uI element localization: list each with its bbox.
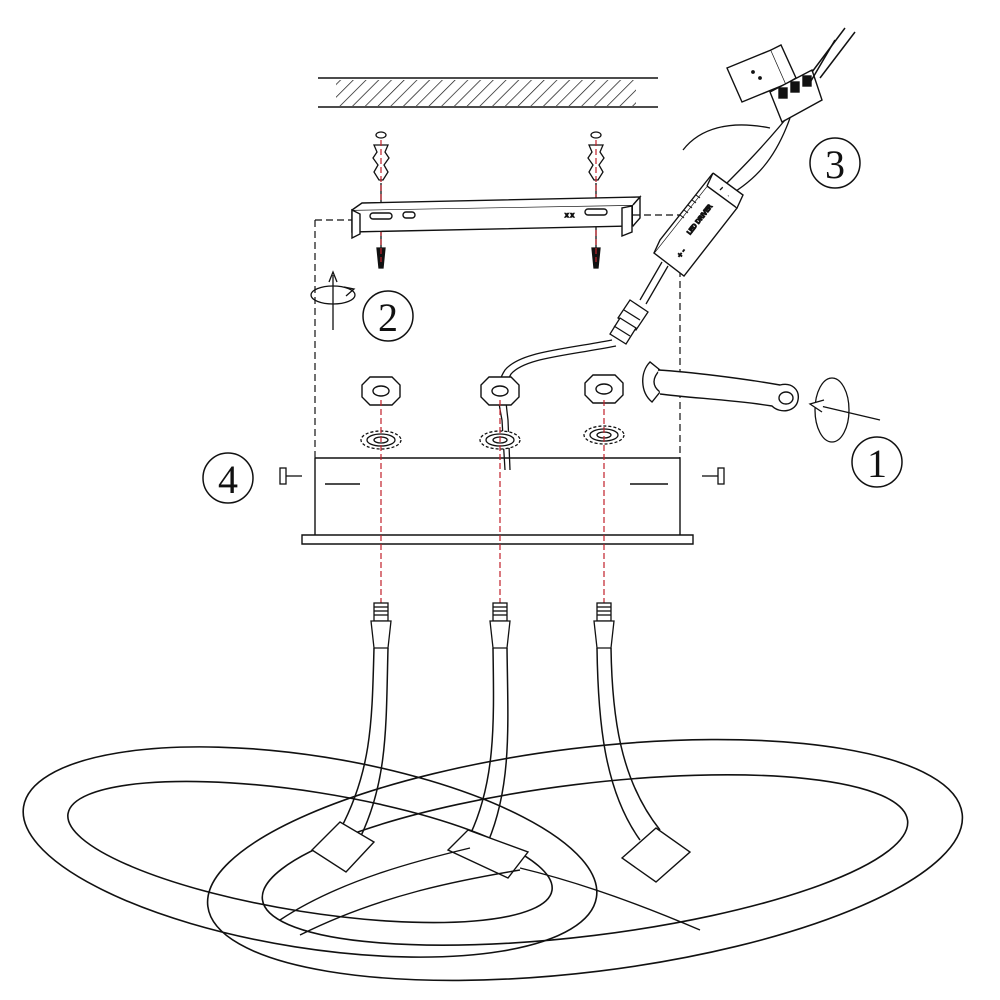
driver-input-wires bbox=[682, 117, 791, 197]
lamp-cable bbox=[497, 339, 617, 471]
rotate-arrow-2 bbox=[310, 270, 356, 330]
step-2-number: 2 bbox=[378, 295, 398, 340]
support-arm-left bbox=[339, 647, 389, 839]
svg-text:x x: x x bbox=[565, 212, 574, 219]
inner-braces bbox=[279, 847, 701, 936]
step-2-marker: 2 bbox=[362, 290, 414, 342]
canopy-base bbox=[301, 457, 694, 545]
ring-clamps bbox=[310, 821, 692, 883]
guide-lines-anchors bbox=[380, 140, 597, 262]
lamp-ring-right bbox=[206, 738, 964, 982]
hex-nut-left bbox=[361, 376, 401, 406]
hex-nut-right bbox=[584, 374, 624, 404]
mains-cable bbox=[807, 27, 856, 87]
side-screw-left bbox=[279, 467, 302, 485]
step-4-number: 4 bbox=[218, 457, 238, 502]
ceiling bbox=[318, 77, 658, 108]
hex-nut-center bbox=[480, 376, 520, 406]
threaded-rod-right bbox=[593, 602, 615, 649]
wrench bbox=[642, 361, 799, 412]
lamp-ring-left bbox=[22, 746, 598, 958]
step-1-marker: 1 bbox=[851, 436, 903, 488]
rotate-arrow-1 bbox=[808, 377, 881, 443]
support-arm-center bbox=[469, 647, 509, 843]
led-driver: LED DRIVER + - bbox=[653, 172, 744, 277]
plug-connector bbox=[609, 299, 649, 345]
driver-output-cable bbox=[639, 261, 669, 305]
guide-lines-rods bbox=[380, 400, 605, 605]
lock-washer-center bbox=[479, 430, 521, 450]
mounting-bracket: x x bbox=[351, 195, 642, 240]
canopy-outline bbox=[314, 214, 681, 458]
threaded-rod-left bbox=[370, 602, 392, 649]
side-screw-right bbox=[702, 467, 725, 485]
step-4-marker: 4 bbox=[202, 452, 254, 504]
junction-box bbox=[726, 44, 797, 103]
step-1-number: 1 bbox=[867, 441, 887, 486]
step-3-marker: 3 bbox=[809, 137, 861, 189]
support-arm-right bbox=[596, 647, 661, 841]
lock-washer-right bbox=[583, 425, 625, 445]
threaded-rod-center bbox=[489, 602, 511, 649]
step-3-number: 3 bbox=[825, 142, 845, 187]
